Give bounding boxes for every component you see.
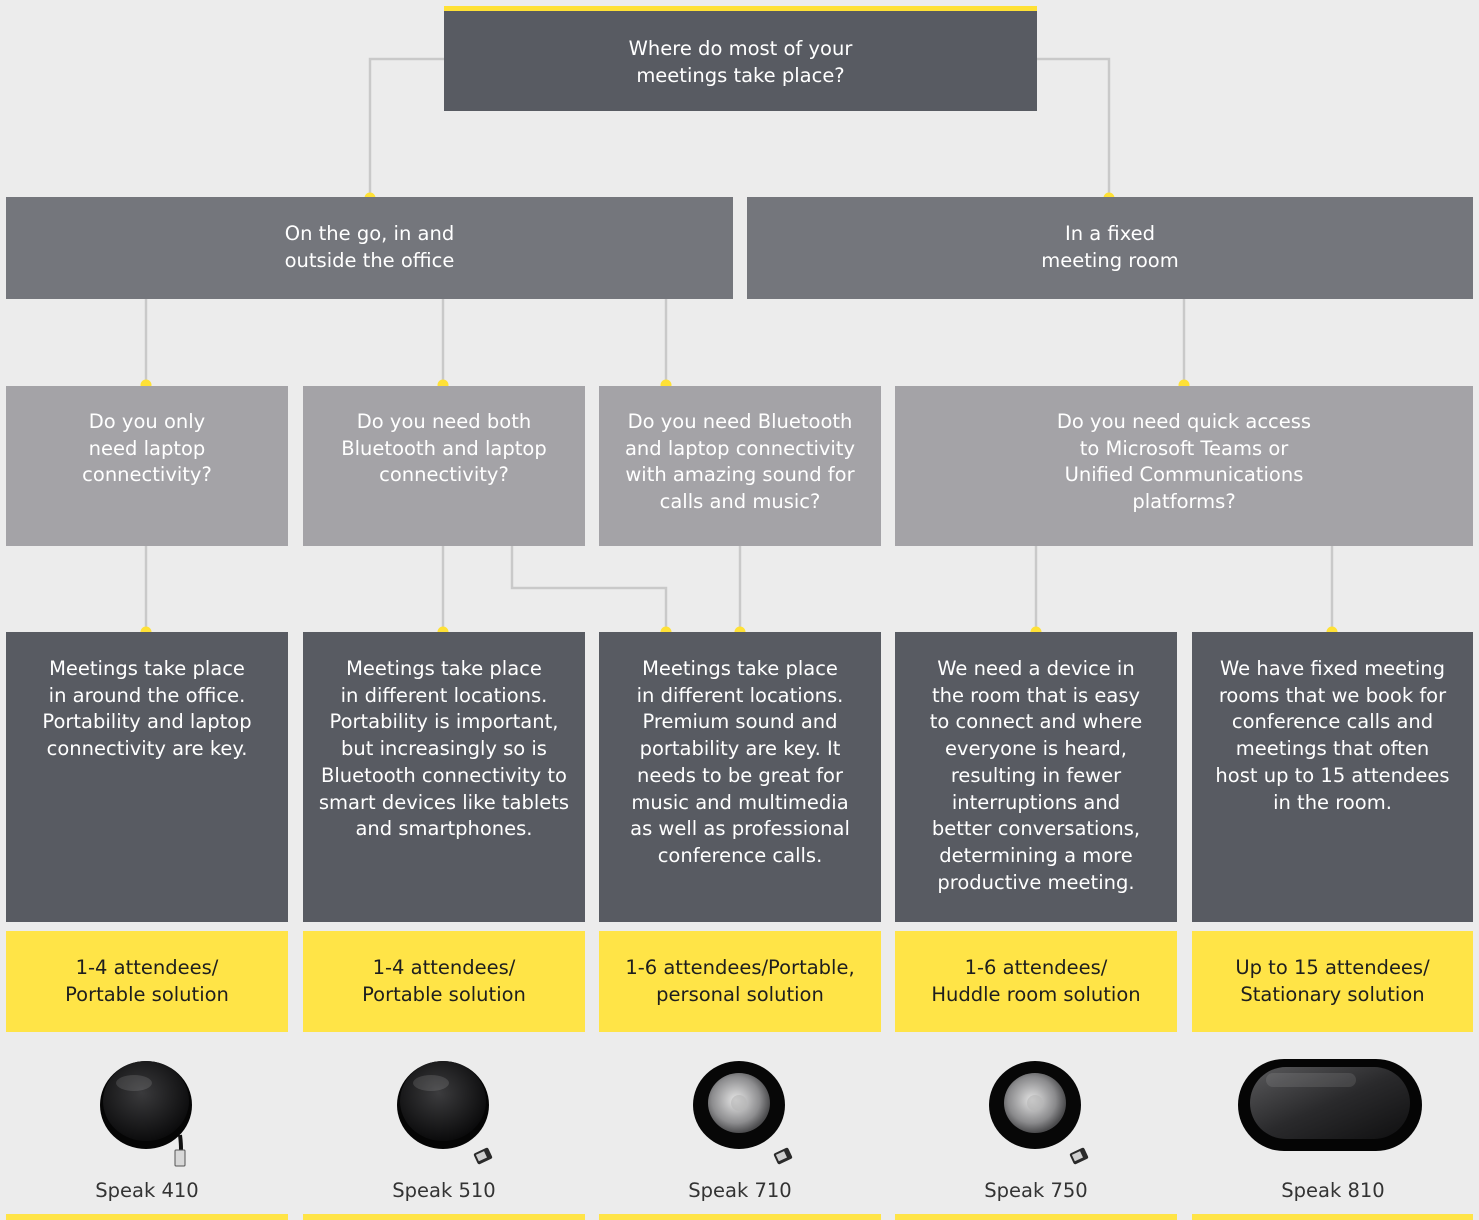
solution-410: 1-4 attendees/ Portable solution (6, 931, 288, 1032)
speaker-750-icon (989, 1061, 1089, 1165)
product-bar (895, 1214, 1177, 1220)
speaker-510-icon (397, 1061, 493, 1165)
question-box: Where do most of your meetings take plac… (444, 6, 1037, 111)
solution-510: 1-4 attendees/ Portable solution (303, 931, 585, 1032)
product-bar (1192, 1214, 1473, 1220)
solution-810: Up to 15 attendees/ Stationary solution (1192, 931, 1473, 1032)
speaker-810-icon (1238, 1059, 1422, 1151)
solution-710: 1-6 attendees/Portable, personal solutio… (599, 931, 881, 1032)
need-laptop-only: Do you only need laptop connectivity? (6, 386, 288, 546)
product-name-810: Speak 810 (1281, 1179, 1385, 1202)
location-on-the-go: On the go, in and outside the office (6, 197, 733, 299)
scenario-810: We have fixed meeting rooms that we book… (1192, 632, 1473, 922)
solution-750: 1-6 attendees/ Huddle room solution (895, 931, 1177, 1032)
scenario-510: Meetings take place in different locatio… (303, 632, 585, 922)
product-name-510: Speak 510 (392, 1179, 496, 1202)
product-bar (6, 1214, 288, 1220)
speaker-410-icon (100, 1061, 192, 1167)
location-fixed-room: In a fixed meeting room (747, 197, 1473, 299)
product-name-750: Speak 750 (984, 1179, 1088, 1202)
need-amazing-sound: Do you need Bluetooth and laptop connect… (599, 386, 881, 546)
product-name-410: Speak 410 (95, 1179, 199, 1202)
product-name-710: Speak 710 (688, 1179, 792, 1202)
need-bluetooth-and-laptop: Do you need both Bluetooth and laptop co… (303, 386, 585, 546)
product-bar (303, 1214, 585, 1220)
scenario-710: Meetings take place in different locatio… (599, 632, 881, 922)
need-teams-access: Do you need quick access to Microsoft Te… (895, 386, 1473, 546)
product-bar (599, 1214, 881, 1220)
speaker-710-icon (693, 1061, 793, 1165)
scenario-410: Meetings take place in around the office… (6, 632, 288, 922)
scenario-750: We need a device in the room that is eas… (895, 632, 1177, 922)
